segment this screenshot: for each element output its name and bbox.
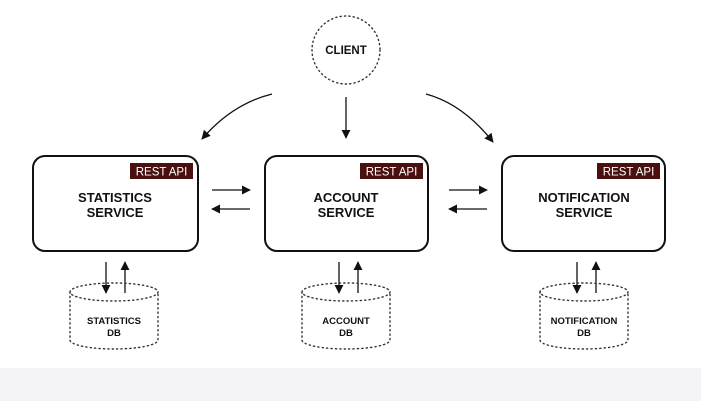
- account-db-label-line1: ACCOUNT: [322, 316, 370, 327]
- account-rest-api-badge: [360, 163, 423, 179]
- account-db-top: [301, 282, 391, 302]
- notification-db-body: [539, 291, 629, 350]
- account-db-body: [301, 291, 391, 350]
- notification-db-label-line1: NOTIFICATION: [551, 316, 618, 327]
- account-service-label-line1: ACCOUNT: [314, 190, 379, 205]
- client-to-statistics-arrow: [201, 93, 273, 140]
- statistics-db-body: [69, 291, 159, 350]
- notification-rest-api-badge: [597, 163, 660, 179]
- account-service-label-line2: SERVICE: [318, 205, 375, 220]
- statistics-db-top: [69, 282, 159, 302]
- notification-db-top: [539, 282, 629, 302]
- notification-rest-api-label: REST API: [603, 167, 655, 179]
- client-label: CLIENT: [325, 45, 367, 57]
- footer-band: [0, 368, 701, 401]
- statistics-service-label-line2: SERVICE: [87, 205, 144, 220]
- account-rest-api-label: REST API: [366, 167, 418, 179]
- account-db-label-line2: DB: [339, 328, 353, 339]
- notification-service-box: [501, 155, 666, 252]
- statistics-rest-api-badge: [130, 163, 193, 179]
- client-node: CLIENT: [311, 15, 381, 85]
- account-service: REST API ACCOUNT SERVICE: [264, 155, 429, 252]
- statistics-service-box: [32, 155, 199, 252]
- statistics-db: STATISTICS DB: [69, 282, 159, 350]
- statistics-db-label-line1: STATISTICS: [87, 316, 141, 327]
- statistics-db-label-line2: DB: [107, 328, 121, 339]
- client-circle: [311, 15, 381, 85]
- notification-service: REST API NOTIFICATION SERVICE: [501, 155, 666, 252]
- account-db: ACCOUNT DB: [301, 282, 391, 350]
- notification-db: NOTIFICATION DB: [539, 282, 629, 350]
- account-service-box: [264, 155, 429, 252]
- statistics-rest-api-label: REST API: [136, 167, 188, 179]
- statistics-service-label-line1: STATISTICS: [78, 190, 152, 205]
- statistics-service: REST API STATISTICS SERVICE: [32, 155, 199, 252]
- notification-service-label-line1: NOTIFICATION: [538, 190, 629, 205]
- notification-db-label-line2: DB: [577, 328, 591, 339]
- notification-service-label-line2: SERVICE: [556, 205, 613, 220]
- client-to-notification-arrow: [425, 93, 494, 143]
